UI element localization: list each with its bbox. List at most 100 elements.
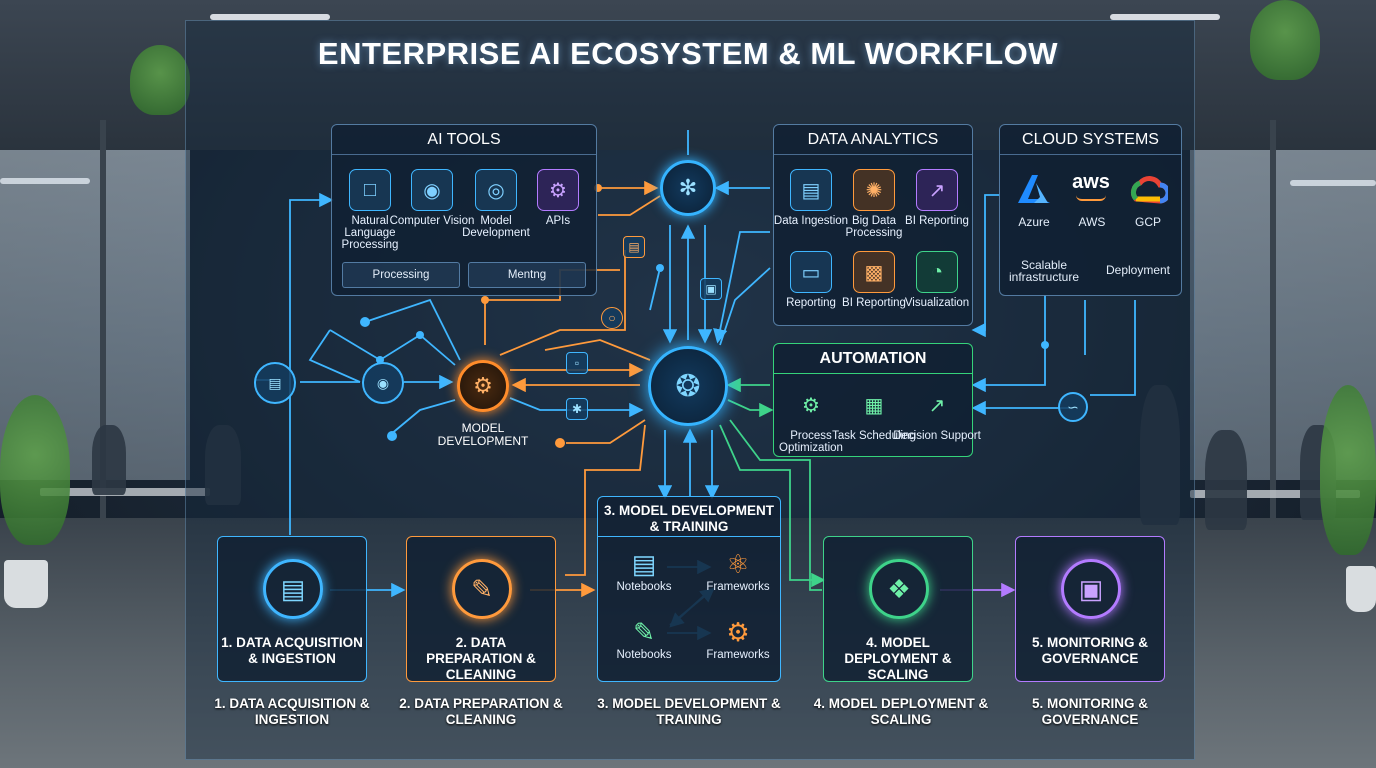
stage-data-preparation[interactable]: ✎ 2. DATA PREPARATION & CLEANING — [406, 536, 556, 682]
cloud-systems-panel: CLOUD SYSTEMS aws Azure AWS GCP Scalable… — [999, 124, 1182, 296]
aws-label: AWS — [1078, 215, 1106, 229]
caption-stage-1: 1. DATA ACQUISITION & INGESTION — [214, 696, 370, 727]
diagram-title: ENTERPRISE AI ECOSYSTEM & ML WORKFLOW — [317, 36, 1059, 71]
eye-icon: ◉ — [411, 169, 453, 211]
analytics-bi-reporting-2[interactable]: ▩ BI Reporting — [829, 251, 919, 309]
stage-model-deployment[interactable]: ❖ 4. MODEL DEPLOYMENT & SCALING — [823, 536, 973, 682]
chip-mentng[interactable]: Mentng — [468, 262, 586, 288]
stage3-notebooks-2[interactable]: ✎ Notebooks — [604, 617, 684, 661]
gear-icon: ⚙ — [473, 373, 493, 398]
junction-dot — [360, 317, 370, 327]
plant — [130, 45, 190, 115]
automation-process-optimization[interactable]: ⚙ Process Optimization — [766, 384, 856, 455]
aws-smile-icon — [1076, 195, 1106, 201]
eye-icon: ◉ — [376, 374, 390, 391]
azure-label: Azure — [1018, 215, 1050, 229]
stage-3-label: 3. MODEL DEVELOPMENT & TRAINING — [598, 503, 780, 537]
data-source-node[interactable]: ▤ — [254, 362, 296, 404]
gcp-logo-icon[interactable] — [1128, 171, 1171, 207]
cube-gear-icon: ❖ — [869, 559, 929, 619]
plant-pot — [1346, 566, 1376, 612]
caption-stage-4: 4. MODEL DEPLOYMENT & SCALING — [813, 696, 989, 727]
chat-bubble-icon: □ — [349, 169, 391, 211]
automation-panel: AUTOMATION ⚙ Process Optimization ▦ Task… — [773, 343, 981, 457]
calendar-icon: ▦ — [864, 394, 884, 417]
data-analytics-panel: DATA ANALYTICS ▤ Data Ingestion ✺ Big Da… — [773, 124, 973, 326]
ceiling-light — [210, 14, 330, 20]
line-chart-icon: ↗ — [916, 169, 958, 211]
tool-model-development[interactable]: ◎ Model Development — [451, 169, 541, 239]
cloud-link-node[interactable]: ∽ — [1058, 392, 1088, 422]
database-icon: ▤ — [790, 169, 832, 211]
top-hub-node[interactable]: ✻ — [660, 160, 716, 216]
stage3-notebooks[interactable]: ▤ Notebooks — [604, 549, 684, 593]
plant — [1250, 0, 1320, 80]
database-edit-icon: ✎ — [452, 559, 512, 619]
window-frame — [1270, 120, 1276, 648]
atom-icon: ⚛ — [726, 549, 750, 579]
tool-nlp[interactable]: □ Natural Language Processing — [325, 169, 415, 251]
server-icon[interactable]: ▤ — [623, 236, 645, 258]
notebook-icon: ▤ — [631, 549, 657, 579]
window-frame — [100, 120, 106, 648]
monitor-chart-icon: ▭ — [790, 251, 832, 293]
chip-processing[interactable]: Processing — [342, 262, 460, 288]
stage-5-label: 5. MONITORING & GOVERNANCE — [1031, 635, 1148, 666]
person — [1205, 430, 1247, 530]
tool-computer-vision[interactable]: ◉ Computer Vision — [387, 169, 477, 227]
ai-tools-panel: AI TOOLS □ Natural Language Processing ◉… — [331, 124, 597, 296]
globe-network-icon: ◎ — [475, 169, 517, 211]
pie-chart-icon: ◔ — [916, 251, 958, 293]
central-ai-brain-hub[interactable]: ❂ — [648, 346, 728, 426]
document-database-icon: ▤ — [268, 374, 282, 391]
stage-monitoring[interactable]: ▣ 5. MONITORING & GOVERNANCE — [1015, 536, 1165, 682]
automation-task-scheduling[interactable]: ▦ Task Scheduling — [829, 384, 919, 443]
data-analytics-heading: DATA ANALYTICS — [774, 125, 972, 155]
plant — [0, 395, 70, 545]
cloud-note-deployment: Deployment — [1105, 263, 1171, 277]
model-development-node[interactable]: ⚙ — [457, 360, 509, 412]
caption-stage-3: 3. MODEL DEVELOPMENT & TRAINING — [597, 696, 781, 727]
network-icon: ✻ — [678, 175, 698, 200]
vision-node[interactable]: ◉ — [362, 362, 404, 404]
plant — [1320, 385, 1376, 555]
model-development-label: MODEL DEVELOPMENT — [437, 421, 529, 448]
plant-pot — [4, 560, 48, 608]
person — [1140, 385, 1180, 525]
device-icon[interactable]: ▣ — [700, 278, 722, 300]
azure-logo-icon[interactable] — [1014, 169, 1054, 209]
database-icon: ▤ — [263, 559, 323, 619]
ai-tools-heading: AI TOOLS — [332, 125, 596, 155]
wrench-icon: ∽ — [1067, 398, 1079, 415]
person — [205, 425, 241, 505]
tool-apis[interactable]: ⚙ APIs — [513, 169, 603, 227]
analytics-bi-reporting[interactable]: ↗ BI Reporting — [892, 169, 982, 227]
growth-chart-icon: ↗ — [928, 394, 946, 417]
cloud-note-scalable: Scalable infrastructure — [1008, 258, 1080, 284]
stage-model-development[interactable]: 3. MODEL DEVELOPMENT & TRAINING ▤ Notebo… — [597, 496, 781, 682]
automation-decision-support[interactable]: ↗ Decision Support — [892, 384, 982, 443]
link-icon[interactable]: ○ — [601, 307, 623, 329]
stage3-frameworks-2[interactable]: ⚙ Frameworks — [698, 617, 778, 661]
gear-play-icon: ⚙ — [802, 394, 820, 417]
clipboard-icon[interactable]: ▫ — [566, 352, 588, 374]
caption-stage-2: 2. DATA PREPARATION & CLEANING — [399, 696, 563, 727]
bar-chart-icon: ▩ — [853, 251, 895, 293]
notebook-pen-icon: ✎ — [633, 617, 655, 647]
analytics-visualization[interactable]: ◔ Visualization — [892, 251, 982, 309]
analytics-reporting[interactable]: ▭ Reporting — [766, 251, 856, 309]
analytics-data-ingestion[interactable]: ▤ Data Ingestion — [766, 169, 856, 227]
monitor-search-icon: ▣ — [1061, 559, 1121, 619]
desk — [1190, 490, 1360, 498]
analytics-big-data[interactable]: ✺ Big Data Processing — [829, 169, 919, 239]
brain-icon: ❂ — [675, 369, 701, 403]
stage-data-acquisition[interactable]: ▤ 1. DATA ACQUISITION & INGESTION — [217, 536, 367, 682]
settings-icon[interactable]: ✱ — [566, 398, 588, 420]
stage-4-label: 4. MODEL DEPLOYMENT & SCALING — [844, 635, 952, 682]
network-nodes-icon: ✺ — [853, 169, 895, 211]
stage3-frameworks[interactable]: ⚛ Frameworks — [698, 549, 778, 593]
person — [92, 425, 126, 495]
automation-heading: AUTOMATION — [774, 344, 972, 374]
aws-logo-icon[interactable]: aws — [1072, 171, 1110, 193]
stage-2-label: 2. DATA PREPARATION & CLEANING — [426, 635, 536, 682]
